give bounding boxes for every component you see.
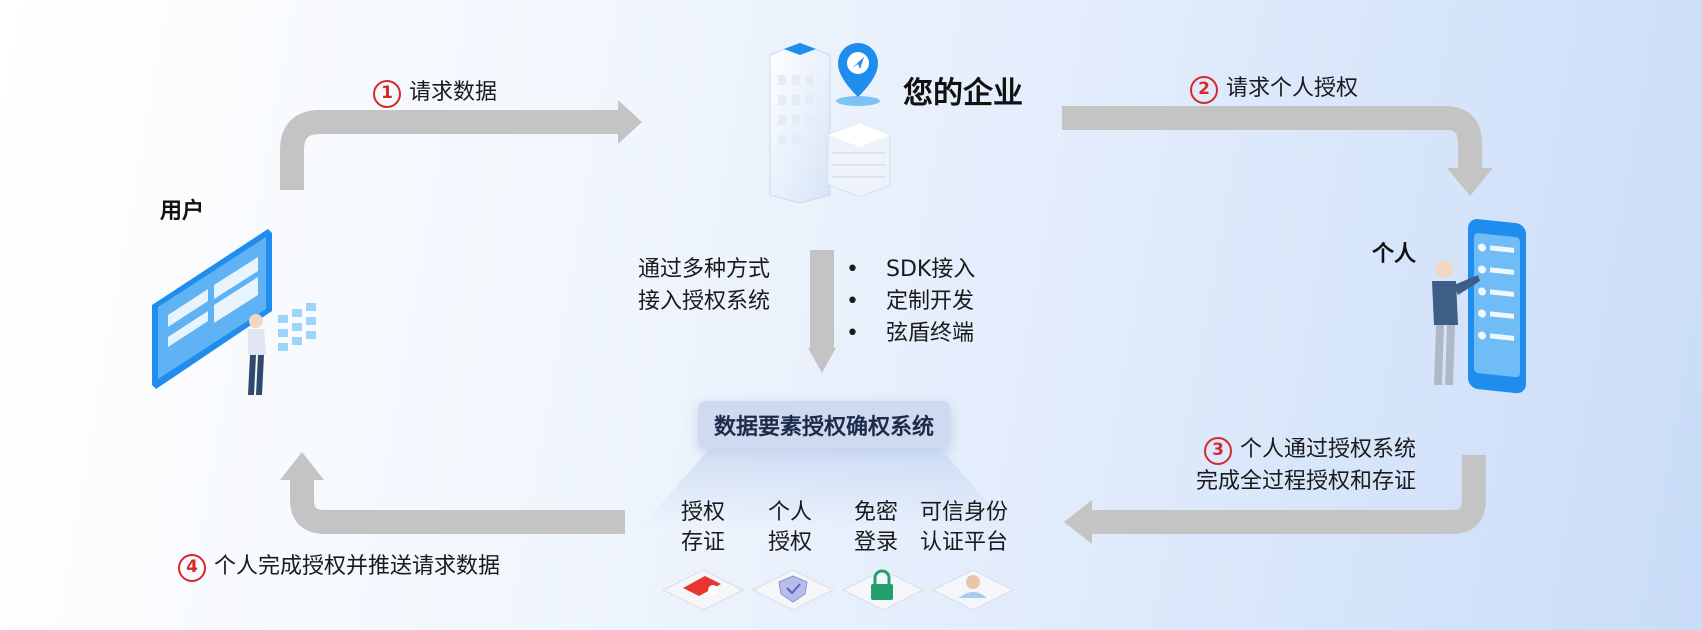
step-4-text: 个人完成授权并推送请求数据 — [214, 554, 501, 579]
shield-check-icon — [751, 569, 835, 611]
enterprise-building-icon — [769, 42, 891, 204]
feature-line2: 认证平台 — [919, 530, 1008, 555]
arrow-request-authorization — [1062, 106, 1482, 168]
step-3-label: 3 个人通过授权系统 完成全过程授权和存证 — [1196, 434, 1416, 498]
access-method-item: 弦盾终端 — [846, 318, 975, 350]
step-2-label: 2 请求个人授权 — [1190, 70, 1358, 104]
feature-line2: 登录 — [853, 530, 898, 555]
feature-line2: 存证 — [680, 530, 725, 555]
lock-icon — [841, 569, 925, 611]
step-4-number: 4 — [178, 554, 206, 582]
person-label: 个人 — [1372, 242, 1417, 267]
person-phone-illustration — [1432, 219, 1526, 394]
step-1-number: 1 — [373, 80, 401, 108]
step-2-number: 2 — [1190, 76, 1218, 104]
user-label: 用户 — [160, 199, 205, 224]
access-method-item: SDK接入 — [846, 254, 975, 286]
enterprise-label: 您的企业 — [903, 76, 1023, 111]
access-line1: 通过多种方式 — [638, 257, 771, 282]
identity-icon — [931, 569, 1015, 611]
arrow-request-data — [280, 110, 620, 190]
user-dashboard-illustration — [152, 229, 316, 395]
step-1-text: 请求数据 — [409, 80, 498, 105]
feature-line1: 免密 — [853, 500, 898, 525]
certificate-icon — [661, 569, 745, 611]
access-methods-list: SDK接入 定制开发 弦盾终端 — [846, 254, 975, 350]
step-1-label: 1 请求数据 — [373, 74, 497, 108]
access-line2: 接入授权系统 — [638, 289, 771, 314]
feature-line1: 授权 — [680, 500, 725, 525]
system-spotlight — [640, 448, 1010, 528]
arrow-push-data — [290, 478, 625, 534]
feature-personal-authorization: 个人 授权 — [740, 498, 840, 558]
step-3-text-line1: 个人通过授权系统 — [1240, 437, 1417, 462]
feature-icons — [661, 569, 1015, 611]
step-3-number: 3 — [1204, 437, 1232, 465]
step-3-text-line2: 完成全过程授权和存证 — [1196, 469, 1417, 494]
access-method-item: 定制开发 — [846, 286, 975, 318]
feature-authorization-evidence: 授权 存证 — [653, 498, 753, 558]
feature-passwordless-login: 免密 登录 — [826, 498, 926, 558]
feature-line1: 个人 — [767, 500, 812, 525]
step-2-text: 请求个人授权 — [1226, 76, 1359, 101]
feature-line1: 可信身份 — [919, 500, 1008, 525]
feature-line2: 授权 — [767, 530, 812, 555]
arrow-authorization-complete — [1090, 455, 1486, 534]
step-4-label: 4 个人完成授权并推送请求数据 — [178, 548, 500, 582]
authorization-system-box: 数据要素授权确权系统 — [698, 401, 951, 449]
feature-trusted-identity: 可信身份 认证平台 — [906, 498, 1022, 558]
access-description: 通过多种方式 接入授权系统 — [638, 254, 770, 318]
